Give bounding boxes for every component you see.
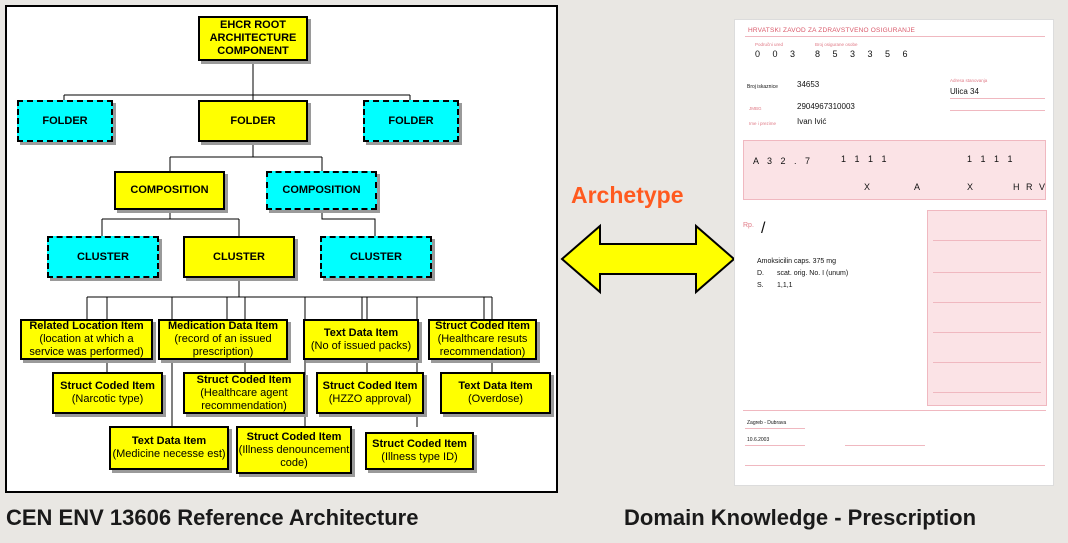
insured-code: 8 5 3 3 5 6 <box>815 49 913 59</box>
item-desc: (Medicine necesse est) <box>112 448 226 460</box>
item-title: Text Data Item <box>323 326 399 339</box>
architecture-panel: EHCR ROOT ARCHITECTURE COMPONENT FOLDER … <box>5 5 558 493</box>
root-label: EHCR ROOT ARCHITECTURE COMPONENT <box>209 19 297 57</box>
item-desc: (Illness denouncement code) <box>238 443 350 469</box>
cluster-label: CLUSTER <box>350 250 402 263</box>
composition-box-left: COMPOSITION <box>114 171 225 210</box>
s-line: 1,1,1 <box>777 282 793 289</box>
text-data-item-medicine: Text Data Item (Medicine necesse est) <box>109 426 229 470</box>
item-desc: (HZZO approval) <box>328 393 412 405</box>
d-line: scat. orig. No. I (unum) <box>777 270 849 277</box>
struct-coded-item-healthcare: Struct Coded Item (Healthcare resuts rec… <box>428 319 537 360</box>
folder-label: FOLDER <box>42 114 88 127</box>
archetype-label: Archetype <box>571 182 684 208</box>
item-title: Struct Coded Item <box>196 373 292 386</box>
address-label: Adresa stanovanja <box>950 78 988 83</box>
jmbg-label: JMBG <box>749 106 762 111</box>
a-mark: A <box>914 182 926 192</box>
item-title: Struct Coded Item <box>322 380 418 392</box>
item-desc: (location at which a service was perform… <box>29 333 144 358</box>
item-title: Struct Coded Item <box>246 430 342 443</box>
item-desc: (Overdose) <box>467 393 524 405</box>
cluster-box-left: CLUSTER <box>47 236 159 278</box>
struct-coded-item-illness-type: Struct Coded Item (Illness type ID) <box>365 432 474 470</box>
item-desc: (Healthcare resuts recommendation) <box>437 333 528 358</box>
right-box-section <box>927 210 1047 406</box>
rp-slash: / <box>761 220 766 237</box>
folder-label: FOLDER <box>388 114 434 127</box>
numbers-group-1: 1 1 1 1 <box>841 154 890 164</box>
cluster-label: CLUSTER <box>77 250 129 263</box>
folder-box-center: FOLDER <box>198 100 308 142</box>
struct-coded-item-illness-denouncement: Struct Coded Item (Illness denouncement … <box>236 426 352 474</box>
composition-label: COMPOSITION <box>282 184 361 196</box>
d-key: D. <box>757 270 764 277</box>
ehcr-root-box: EHCR ROOT ARCHITECTURE COMPONENT <box>198 16 308 61</box>
struct-coded-item-agent: Struct Coded Item (Healthcare agent reco… <box>183 372 305 414</box>
prescription-caption: Domain Knowledge - Prescription <box>624 505 977 530</box>
item-desc: (Narcotic type) <box>71 393 144 405</box>
item-title: Struct Coded Item <box>435 320 530 332</box>
folder-label: FOLDER <box>230 114 276 127</box>
cluster-box-right: CLUSTER <box>320 236 432 278</box>
numbers-group-2: 1 1 1 1 <box>967 154 1016 164</box>
item-desc: (record of an issued prescription) <box>174 333 272 358</box>
item-desc: (No of issued packs) <box>310 339 412 352</box>
jmbg-value: 2904967310003 <box>797 102 855 111</box>
item-title: Medication Data Item <box>167 320 279 332</box>
x-mark-1: X <box>864 182 876 192</box>
item-desc: (Healthcare agent recommendation) <box>200 386 288 412</box>
rp-label: Rp. <box>743 222 754 229</box>
folder-box-left: FOLDER <box>17 100 113 142</box>
drug-line: Amoksicilin caps. 375 mg <box>757 258 836 265</box>
composition-box-right: COMPOSITION <box>266 171 377 210</box>
text-data-item-overdose: Text Data Item (Overdose) <box>440 372 551 414</box>
architecture-caption: CEN ENV 13606 Reference Architecture <box>6 505 419 530</box>
s-key: S. <box>757 282 764 289</box>
double-arrow-icon <box>560 223 736 295</box>
related-location-item: Related Location Item (location at which… <box>20 319 153 360</box>
name-label: Ime i prezime <box>749 121 777 126</box>
struct-coded-item-narcotic: Struct Coded Item (Narcotic type) <box>52 372 163 414</box>
office-code: 0 0 3 <box>755 49 801 59</box>
item-desc: (Illness type ID) <box>381 451 458 463</box>
date-value: 10.6.2003 <box>747 437 770 443</box>
patient-name: Ivan Ivić <box>797 117 827 126</box>
cluster-box-center: CLUSTER <box>183 236 295 278</box>
prescription-form: HRVATSKI ZAVOD ZA ZDRAVSTVENO OSIGURANJE… <box>735 20 1053 485</box>
item-title: Text Data Item <box>458 380 533 392</box>
folder-box-right: FOLDER <box>363 100 459 142</box>
composition-label: COMPOSITION <box>130 184 209 196</box>
broj-label: Broj iskaznice <box>747 84 778 90</box>
struct-coded-item-hzzo: Struct Coded Item (HZZO approval) <box>316 372 424 414</box>
address-value: Ulica 34 <box>950 87 979 96</box>
item-title: Text Data Item <box>131 435 207 447</box>
item-title: Struct Coded Item <box>372 438 467 450</box>
diagnosis-code: A 3 2 . 7 <box>753 156 814 166</box>
place-value: Zagreb - Dubrava <box>747 420 787 426</box>
item-title: Related Location Item <box>29 320 144 332</box>
broj-value: 34653 <box>797 80 820 89</box>
diagnosis-section <box>743 140 1046 200</box>
hrv-code: H R V <box>1013 182 1048 192</box>
text-data-item-issued: Text Data Item (No of issued packs) <box>303 319 419 360</box>
form-header: HRVATSKI ZAVOD ZA ZDRAVSTVENO OSIGURANJE <box>748 27 916 34</box>
item-title: Struct Coded Item <box>60 380 155 392</box>
cluster-label: CLUSTER <box>213 250 265 263</box>
medication-data-item: Medication Data Item (record of an issue… <box>158 319 288 360</box>
x-mark-2: X <box>967 182 979 192</box>
